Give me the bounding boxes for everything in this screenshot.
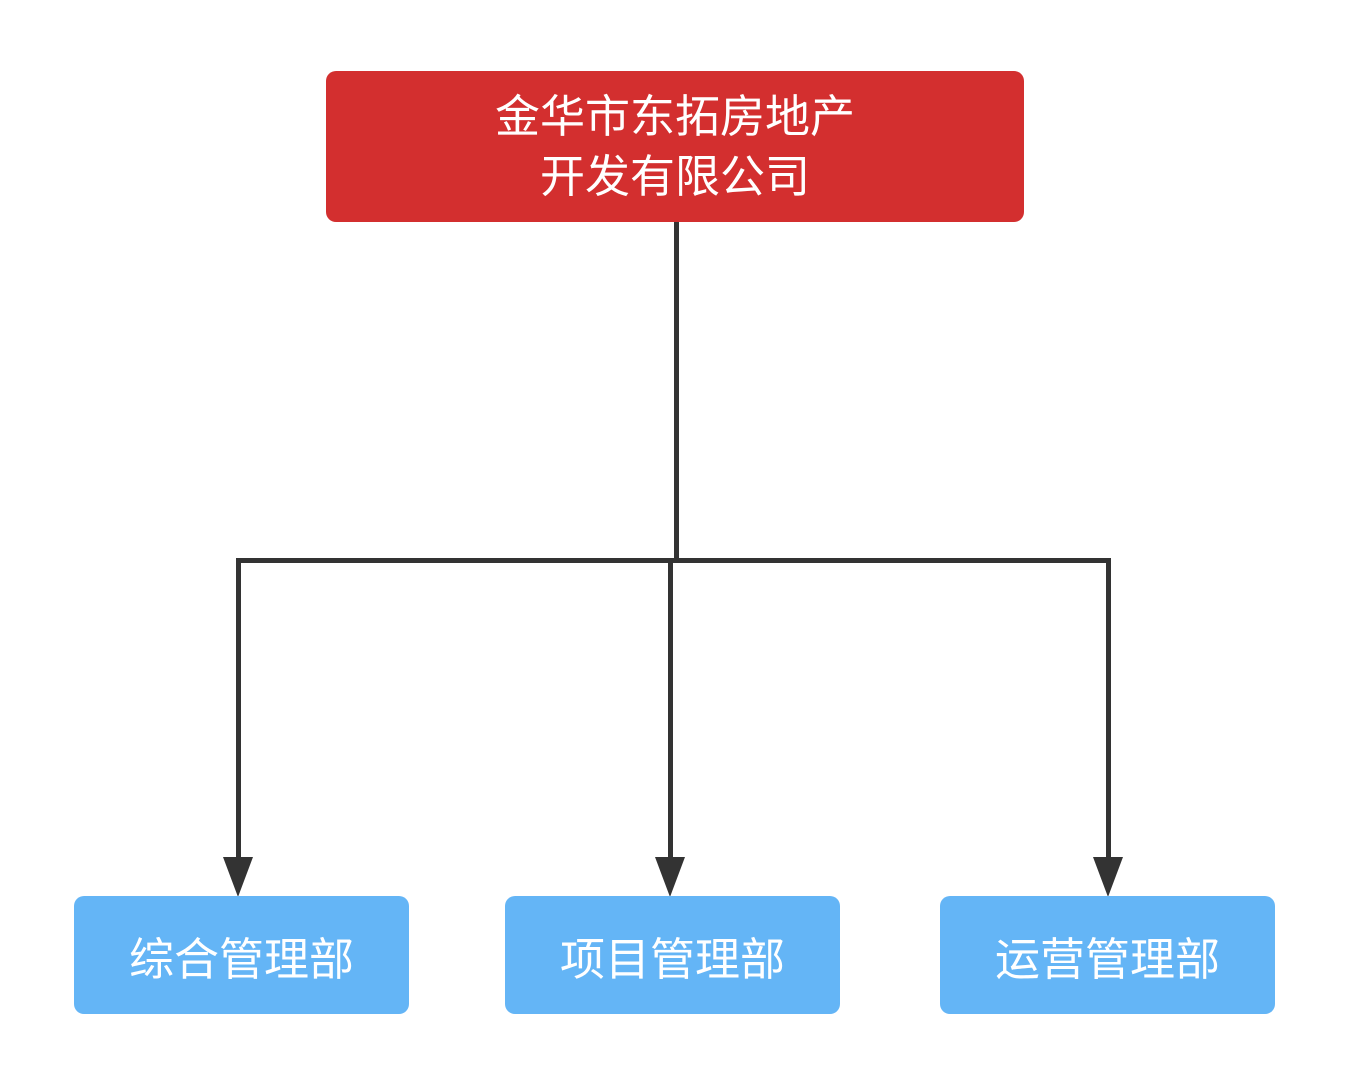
connector-drop-left [236, 558, 241, 860]
arrowhead-middle-icon [655, 857, 685, 897]
dept-label: 运营管理部 [994, 933, 1220, 985]
connector-horizontal-bar [236, 558, 1111, 563]
company-name-line-1: 金华市东拓房地产 [494, 90, 855, 142]
dept-label: 综合管理部 [128, 933, 354, 985]
org-node-dept-general: 综合管理部 [74, 896, 409, 1014]
org-node-dept-project: 项目管理部 [505, 896, 840, 1014]
arrowhead-left-icon [223, 857, 253, 897]
org-node-dept-operations: 运营管理部 [940, 896, 1275, 1014]
dept-label: 项目管理部 [559, 933, 785, 985]
company-name-line-2: 开发有限公司 [539, 150, 810, 202]
org-node-company: 金华市东拓房地产 开发有限公司 [326, 71, 1024, 222]
connector-root-stem [674, 222, 679, 563]
arrowhead-right-icon [1093, 857, 1123, 897]
connector-drop-right [1106, 558, 1111, 860]
connector-drop-middle [668, 558, 673, 860]
